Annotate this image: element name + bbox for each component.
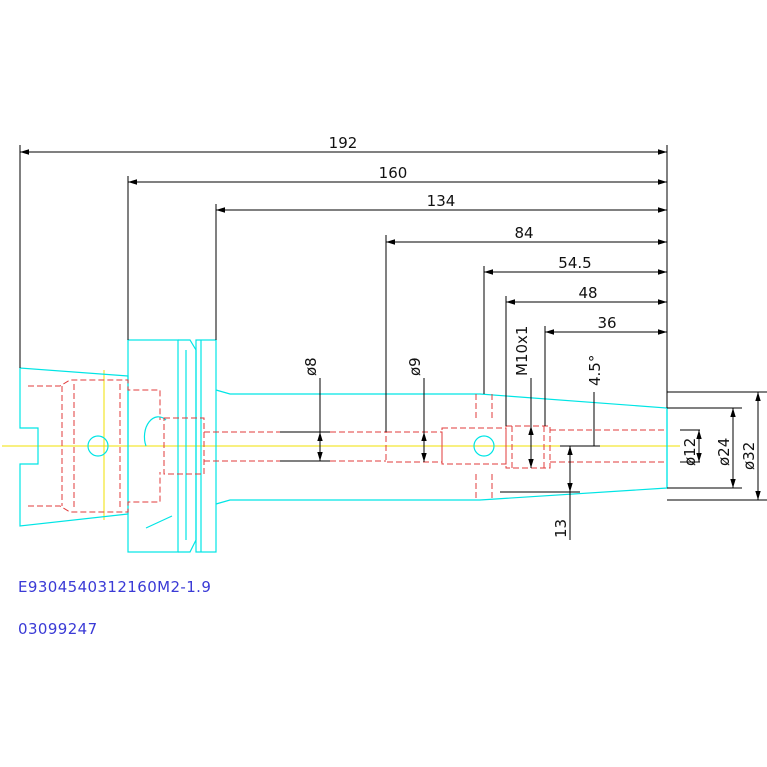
dim-thread: M10x1 xyxy=(513,326,531,376)
dimension-lines xyxy=(19,145,767,540)
dim-192: 192 xyxy=(329,134,358,152)
dim-84: 84 xyxy=(514,224,533,242)
order-number: 03099247 xyxy=(18,620,98,638)
dim-dia-9: ø9 xyxy=(406,357,424,376)
dim-160: 160 xyxy=(379,164,408,182)
center-line xyxy=(2,370,680,520)
dim-dia-24: ø24 xyxy=(715,438,733,466)
dim-dia-8: ø8 xyxy=(302,357,320,376)
part-number: E9304540312160M2-1.9 xyxy=(18,578,212,596)
dim-13: 13 xyxy=(552,519,570,538)
dim-54-5: 54.5 xyxy=(558,254,591,272)
dim-dia-12: ø12 xyxy=(681,438,699,466)
dim-dia-32: ø32 xyxy=(740,442,758,470)
dim-angle: 4.5° xyxy=(586,355,604,386)
dim-48: 48 xyxy=(578,284,597,302)
dim-134: 134 xyxy=(427,192,456,210)
dim-36: 36 xyxy=(597,314,616,332)
holder-outline xyxy=(19,339,668,553)
